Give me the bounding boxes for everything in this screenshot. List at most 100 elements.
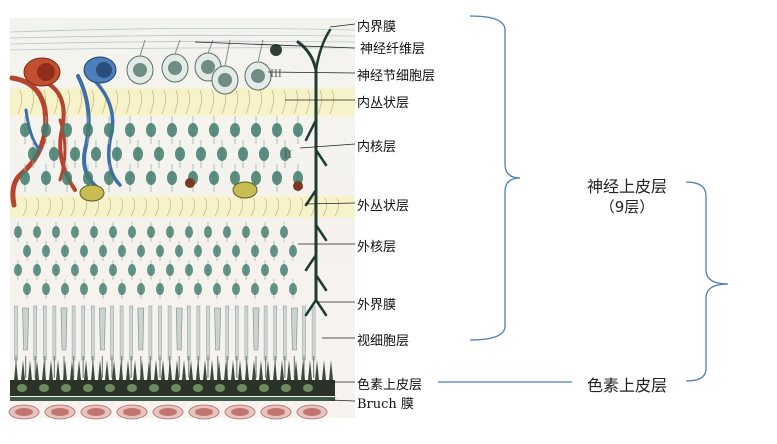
outer-nucleus (270, 283, 278, 295)
pigment-process (217, 360, 221, 380)
pigment-cell-nucleus (281, 384, 291, 392)
inner-nucleus (41, 123, 51, 137)
pigment-process (14, 360, 18, 380)
pigment-process (301, 360, 305, 380)
rod-cell (43, 305, 47, 361)
plexus-fiber (142, 197, 147, 217)
plexus-fiber (322, 197, 327, 217)
pigment-cell-nucleus (105, 384, 115, 392)
pigment-cell-nucleus (149, 384, 159, 392)
astrocyte-cell (270, 44, 282, 56)
inner-nucleus (41, 171, 51, 185)
outer-nucleus (61, 283, 69, 295)
label-outer-plexiform-layer: 外丛状层 (357, 199, 410, 214)
outer-nucleus (14, 264, 22, 276)
photoreceptor-cells (14, 305, 316, 378)
outer-nucleus (80, 283, 88, 295)
outer-nucleus (213, 283, 221, 295)
outer-nucleus (71, 226, 79, 238)
outer-nucleus (42, 245, 50, 257)
inner-nucleus (209, 171, 219, 185)
label-bruch-membrane: Bruch 膜 (357, 397, 414, 412)
plexus-fiber (113, 89, 118, 115)
ganglion-cells (126, 39, 282, 95)
plexus-fiber (305, 89, 310, 115)
outer-nucleus (223, 226, 231, 238)
outer-nucleus (109, 264, 117, 276)
pigment-process (329, 360, 333, 380)
rod-cell (311, 305, 316, 361)
plexus-fiber (286, 197, 291, 217)
pigment-process (224, 360, 228, 380)
pigment-cell-nucleus (171, 384, 181, 392)
outer-nucleus (147, 226, 155, 238)
plexus-fiber (178, 197, 183, 217)
pigment-process (259, 360, 263, 380)
plexus-fiber (166, 197, 171, 217)
plexus-fiber (298, 197, 303, 217)
choroid-blood (267, 408, 285, 416)
pigment-process (322, 360, 326, 380)
rod-cell (91, 305, 95, 361)
choroid-blood (231, 408, 249, 416)
pigment-cell-nucleus (237, 384, 247, 392)
label-inner-limiting-membrane: 内界膜 (357, 20, 397, 35)
outer-nucleus (33, 264, 41, 276)
inner-nucleus (83, 123, 93, 137)
plexus-fiber (238, 197, 243, 217)
pigment-process (91, 360, 95, 380)
plexus-fiber (161, 89, 166, 115)
inner-nucleus (28, 147, 38, 161)
cone-cell (99, 307, 106, 351)
inner-nucleus (293, 171, 303, 185)
rod-cell (158, 305, 162, 361)
plexus-fiber (46, 197, 51, 217)
choroid-blood (195, 408, 213, 416)
rod-cell (196, 305, 201, 361)
choroid-blood (123, 408, 141, 416)
inner-nucleus (91, 147, 101, 161)
plexus-fiber (190, 197, 195, 217)
inner-nucleus (125, 123, 135, 137)
outer-nucleus (90, 264, 98, 276)
plexus-fiber (317, 89, 322, 115)
plexus-fiber (149, 89, 154, 115)
leader-lines (194, 23, 356, 402)
outer-nucleus (14, 226, 22, 238)
label-photoreceptor-layer: 视细胞层 (357, 334, 410, 349)
rod-cell (244, 305, 249, 361)
outer-nucleus (251, 245, 259, 257)
inner-nucleus (251, 123, 261, 137)
inner-nucleus (154, 147, 164, 161)
plexus-fiber (77, 89, 82, 115)
roman-numeral-iii: III (270, 69, 282, 80)
plexus-fiber (58, 197, 63, 217)
pigment-process (126, 360, 130, 380)
choroid-blood (159, 408, 177, 416)
outer-nucleus (251, 283, 259, 295)
inner-nucleus (209, 123, 219, 137)
ganglion-nucleus (133, 63, 147, 77)
outer-nucleus (261, 264, 269, 276)
outer-nucleus (128, 226, 136, 238)
plexus-fiber (250, 197, 255, 217)
plexus-fiber (257, 89, 262, 115)
outer-nucleus (185, 264, 193, 276)
outer-nucleus (23, 283, 31, 295)
outer-nucleus (52, 226, 60, 238)
pigment-process (294, 360, 298, 380)
plexus-fiber (281, 89, 286, 115)
inner-nucleus (146, 171, 156, 185)
pigment-process (140, 360, 144, 380)
rod-cell (148, 305, 153, 361)
inner-nucleus (188, 123, 198, 137)
inner-nucleus (167, 171, 177, 185)
plexus-fiber (17, 89, 22, 115)
outer-nucleus (175, 283, 183, 295)
outer-nucleus (61, 245, 69, 257)
plexus-fiber (274, 197, 279, 217)
plexus-fiber (65, 89, 70, 115)
neuroepithelium-bracket (469, 15, 521, 341)
outer-nucleus (33, 226, 41, 238)
pigment-process (105, 360, 109, 380)
